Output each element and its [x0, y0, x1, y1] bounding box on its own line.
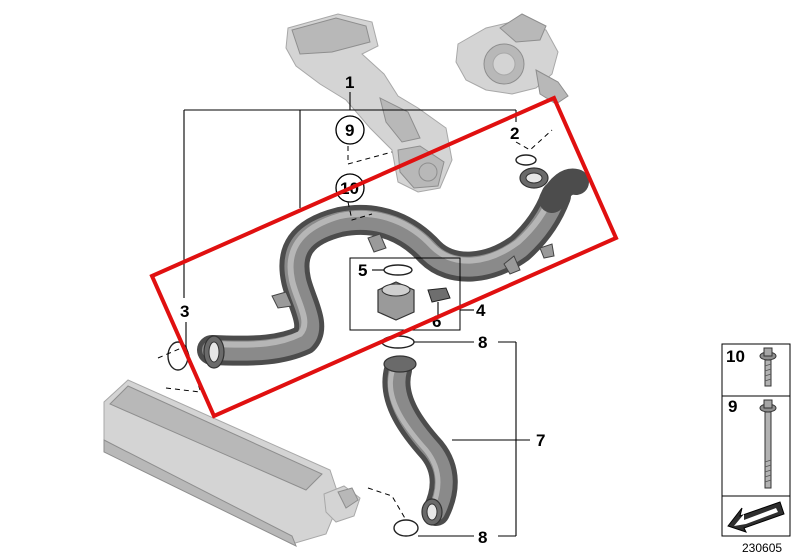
upper-pipe-inlet [203, 335, 225, 369]
upper-pipe-outlet [519, 167, 589, 213]
callout-5: 5 [358, 261, 367, 280]
turbocharger [455, 13, 569, 105]
hose-bracket-left [271, 291, 293, 309]
callout-7: 7 [536, 431, 545, 450]
fastener-legend: 10 9 [721, 343, 791, 537]
legend-item-10: 10 [726, 347, 745, 366]
callout-4: 4 [476, 301, 486, 320]
callout-9-circle [335, 115, 365, 145]
callout-3: 3 [180, 302, 189, 321]
callout-8-top: 8 [478, 333, 487, 352]
leader-lines [157, 92, 553, 537]
legend-item-9: 9 [728, 397, 737, 416]
callout-2: 2 [510, 124, 519, 143]
hose-bracket-right [503, 243, 555, 275]
intake-manifold [285, 13, 453, 193]
charge-air-pipe-upper [197, 181, 571, 366]
callout-6: 6 [432, 312, 441, 331]
document-number: 230605 [742, 541, 782, 555]
callout-8-bottom: 8 [478, 528, 487, 547]
seal-ring-8-bottom [393, 519, 419, 537]
arrow-icon [727, 501, 785, 533]
callout-numbers: 1 2 3 4 5 6 7 8 8 9 10 [180, 73, 545, 547]
flange-bolt-icon [759, 347, 777, 387]
callout-1: 1 [345, 73, 354, 92]
charge-air-pipe-lower [382, 355, 458, 526]
callout-9: 9 [345, 121, 354, 140]
intercooler [103, 379, 361, 548]
highlight-frame [149, 95, 619, 419]
hose-bracket-top [367, 233, 387, 253]
long-bolt-icon [759, 399, 777, 489]
seal-ring-2 [515, 154, 537, 166]
